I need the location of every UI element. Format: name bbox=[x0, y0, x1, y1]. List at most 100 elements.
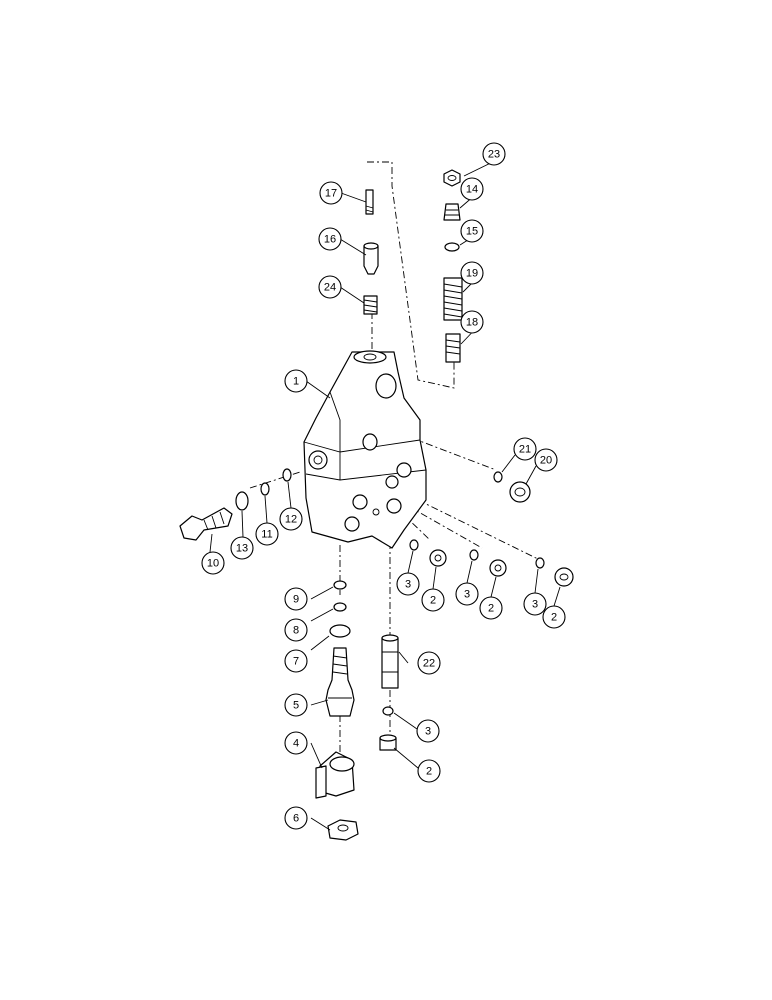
callout-18-spring: 18 bbox=[460, 310, 484, 334]
callout-circle bbox=[279, 507, 303, 531]
part-3-o-ring-a bbox=[409, 539, 419, 551]
callout-circle bbox=[319, 181, 343, 205]
callout-3-o-ring: 3 bbox=[455, 582, 479, 606]
part-23-nut bbox=[443, 169, 461, 187]
callout-3-o-ring: 3 bbox=[416, 719, 440, 743]
callout-circle bbox=[284, 693, 308, 717]
callout-label: 3 bbox=[405, 579, 411, 591]
callout-20-plug: 20 bbox=[534, 448, 558, 472]
callout-label: 5 bbox=[293, 700, 299, 712]
callout-circle bbox=[284, 369, 308, 393]
callout-23-nut: 23 bbox=[482, 142, 506, 166]
part-5-solenoid-cartridge bbox=[325, 647, 355, 717]
part-3-o-ring-b bbox=[469, 549, 479, 561]
callout-label: 23 bbox=[488, 149, 500, 161]
callout-circle bbox=[421, 588, 445, 612]
part-18-spring bbox=[445, 333, 461, 363]
part-4-coil bbox=[315, 751, 355, 799]
callout-label: 1 bbox=[293, 376, 299, 388]
part-21-o-ring bbox=[493, 471, 503, 483]
callout-label: 10 bbox=[207, 558, 219, 570]
callout-label: 17 bbox=[325, 188, 337, 200]
callout-circle bbox=[284, 618, 308, 642]
callout-label: 7 bbox=[293, 656, 299, 668]
callout-label: 18 bbox=[466, 317, 478, 329]
callout-circle bbox=[417, 759, 441, 783]
callout-2-plug: 2 bbox=[479, 596, 503, 620]
callout-label: 3 bbox=[532, 599, 538, 611]
part-10-plug bbox=[179, 507, 233, 541]
callout-label: 2 bbox=[488, 603, 494, 615]
part-14-adjuster bbox=[443, 203, 461, 221]
callout-circle bbox=[284, 806, 308, 830]
callout-3-o-ring: 3 bbox=[396, 572, 420, 596]
callout-label: 14 bbox=[466, 184, 478, 196]
part-22-spool bbox=[381, 634, 399, 689]
callout-2-plug: 2 bbox=[421, 588, 445, 612]
callout-2-plug: 2 bbox=[417, 759, 441, 783]
callout-label: 6 bbox=[293, 813, 299, 825]
callout-circle bbox=[460, 177, 484, 201]
callout-19-spring: 19 bbox=[460, 261, 484, 285]
callout-circle bbox=[542, 605, 566, 629]
callout-label: 19 bbox=[466, 268, 478, 280]
part-15-seal-ring bbox=[444, 242, 460, 252]
callout-circle bbox=[318, 227, 342, 251]
part-17-pin bbox=[365, 189, 374, 215]
part-2-plug-b bbox=[489, 559, 507, 577]
callout-circle bbox=[534, 448, 558, 472]
callout-label: 2 bbox=[551, 612, 557, 624]
callout-circle bbox=[201, 551, 225, 575]
part-13-o-ring bbox=[235, 491, 249, 511]
callout-label: 24 bbox=[324, 282, 336, 294]
callout-label: 2 bbox=[426, 766, 432, 778]
callout-circle bbox=[396, 572, 420, 596]
part-16-plunger bbox=[363, 242, 379, 275]
callout-11-o-ring: 11 bbox=[255, 522, 279, 546]
callout-circle bbox=[479, 596, 503, 620]
callout-circle bbox=[284, 587, 308, 611]
callout-circle bbox=[255, 522, 279, 546]
callout-14-adjuster: 14 bbox=[460, 177, 484, 201]
callout-3-o-ring: 3 bbox=[523, 592, 547, 616]
callout-2-plug: 2 bbox=[542, 605, 566, 629]
callout-label: 4 bbox=[293, 738, 299, 750]
callout-1-valve-body: 1 bbox=[284, 369, 308, 393]
callout-5-solenoid-cartridge: 5 bbox=[284, 693, 308, 717]
callout-circle bbox=[284, 731, 308, 755]
callout-circle bbox=[230, 536, 254, 560]
callout-label: 15 bbox=[466, 226, 478, 238]
callout-label: 20 bbox=[540, 455, 552, 467]
callout-circle bbox=[318, 275, 342, 299]
part-3-o-ring-c bbox=[535, 557, 545, 569]
callout-circle bbox=[460, 219, 484, 243]
callout-13-o-ring: 13 bbox=[230, 536, 254, 560]
part-19-spring bbox=[443, 277, 463, 321]
callout-12-o-ring: 12 bbox=[279, 507, 303, 531]
callout-17-pin: 17 bbox=[319, 181, 343, 205]
callout-label: 16 bbox=[324, 234, 336, 246]
callout-10-plug: 10 bbox=[201, 551, 225, 575]
part-2-plug-d bbox=[379, 734, 397, 751]
callout-circle bbox=[416, 719, 440, 743]
callout-label: 12 bbox=[285, 514, 297, 526]
part-12-o-ring bbox=[282, 468, 292, 482]
callout-22-spool: 22 bbox=[417, 651, 441, 675]
callout-label: 22 bbox=[423, 658, 435, 670]
callout-circle bbox=[460, 261, 484, 285]
callout-circle bbox=[482, 142, 506, 166]
part-24-spring bbox=[363, 295, 378, 315]
callout-9-o-ring: 9 bbox=[284, 587, 308, 611]
callout-6-nut: 6 bbox=[284, 806, 308, 830]
callout-label: 3 bbox=[464, 589, 470, 601]
callout-label: 2 bbox=[430, 595, 436, 607]
part-8-o-ring bbox=[333, 602, 347, 612]
callout-21-o-ring: 21 bbox=[513, 437, 537, 461]
callout-label: 21 bbox=[519, 444, 531, 456]
callout-15-seal-ring: 15 bbox=[460, 219, 484, 243]
part-11-o-ring bbox=[260, 482, 270, 496]
callout-8-o-ring: 8 bbox=[284, 618, 308, 642]
part-7-o-ring bbox=[329, 624, 351, 638]
